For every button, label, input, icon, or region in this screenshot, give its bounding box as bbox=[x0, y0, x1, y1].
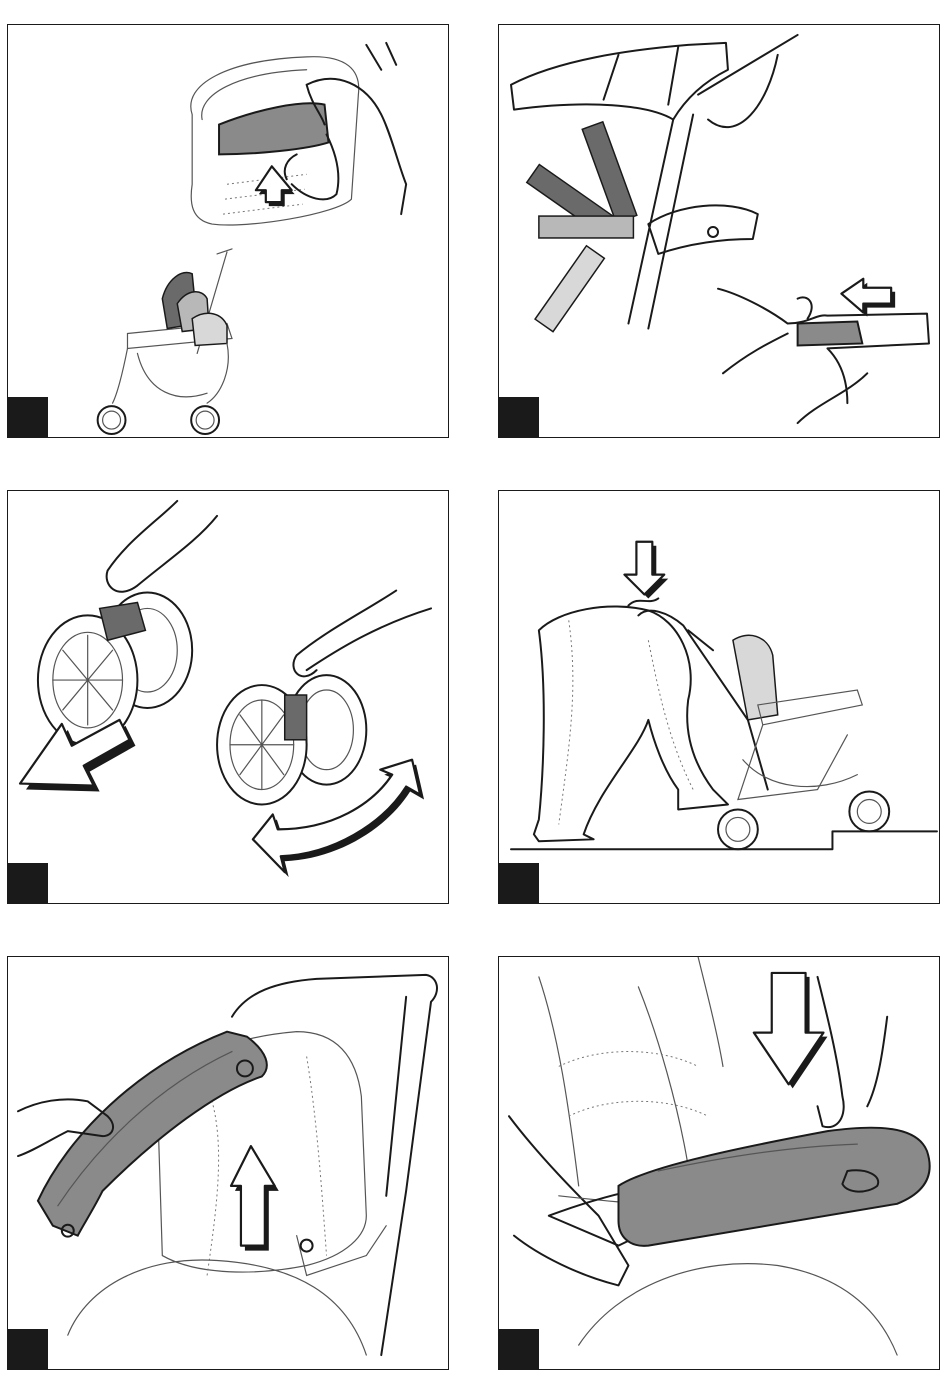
swivel-wheel-lock-illustration bbox=[8, 491, 448, 903]
footrest-positions-illustration bbox=[499, 25, 939, 437]
seat-recline-lift-illustration bbox=[8, 25, 448, 437]
instruction-panel-1 bbox=[7, 24, 449, 438]
bumper-bar-insertion-illustration bbox=[499, 957, 939, 1369]
step-number-badge bbox=[499, 397, 539, 437]
bumper-bar-removal-illustration bbox=[8, 957, 448, 1369]
step-number-badge bbox=[499, 863, 539, 903]
kerb-tilt-illustration bbox=[499, 491, 939, 903]
instruction-panel-3 bbox=[7, 490, 449, 904]
step-number-badge bbox=[8, 863, 48, 903]
step-number-badge bbox=[8, 397, 48, 437]
step-number-badge bbox=[499, 1329, 539, 1369]
instruction-panel-6 bbox=[498, 956, 940, 1370]
instruction-panel-4 bbox=[498, 490, 940, 904]
instruction-panel-2 bbox=[498, 24, 940, 438]
instruction-panel-5 bbox=[7, 956, 449, 1370]
step-number-badge bbox=[8, 1329, 48, 1369]
